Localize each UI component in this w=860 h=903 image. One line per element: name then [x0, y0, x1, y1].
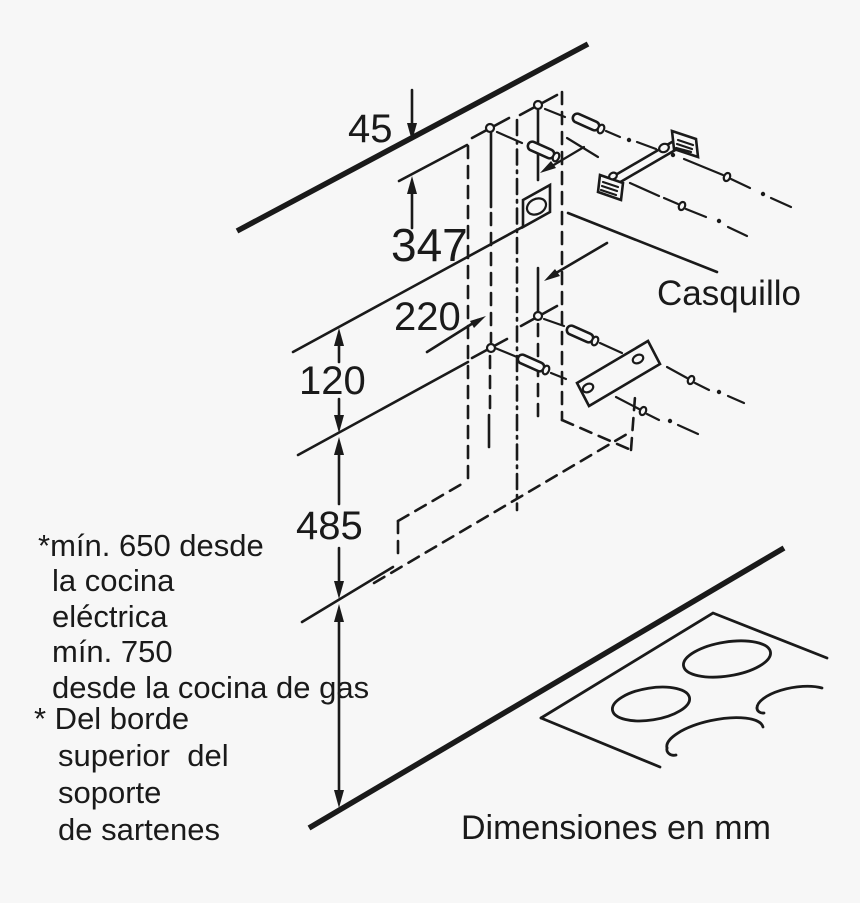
note-clearance-line-3: eléctrica — [52, 599, 168, 634]
burner — [610, 685, 692, 723]
lower-fasteners — [493, 317, 746, 436]
note-clearance-line-4: mín. 750 — [52, 634, 173, 669]
wall-plug-icon — [526, 140, 556, 160]
note-reference-line-4: de sartenes — [58, 812, 220, 847]
casquillo-callout: Casquillo — [566, 211, 801, 313]
note-reference: * Del borde superior del soporte de sart… — [34, 701, 229, 847]
fixing-holes — [484, 99, 544, 354]
hook-leader — [550, 145, 586, 168]
screw-icon — [614, 395, 661, 422]
arrow-down-icon — [334, 415, 344, 433]
upper-fasteners — [495, 107, 793, 238]
cooktop — [539, 611, 829, 769]
wall-plug-icon — [516, 353, 546, 373]
note-reference-line-3: soporte — [58, 775, 161, 810]
cooktop-outline — [539, 611, 829, 720]
level-line-485 — [300, 565, 395, 624]
note-reference-line-2: superior del — [58, 738, 229, 773]
hook-arrow-icon — [540, 161, 556, 173]
dim-485: 485 — [296, 437, 363, 599]
dim-347: 347 — [391, 176, 468, 271]
arrow-left-icon — [544, 269, 560, 281]
fixing-hole-low-right — [532, 310, 544, 322]
worktop-line — [307, 545, 786, 831]
note-clearance-line-2: la cocina — [52, 563, 175, 598]
min-height-arrow — [334, 604, 344, 808]
arrow-down-icon — [407, 123, 417, 141]
bracket-tab-right — [670, 129, 700, 159]
level-line-347 — [291, 222, 530, 354]
note-clearance: *mín. 650 desde la cocina eléctrica mín.… — [38, 528, 369, 705]
dim-220-label: 220 — [394, 295, 461, 339]
bracket-tab-left — [596, 173, 625, 202]
casquillo-leader — [566, 211, 719, 274]
lower-mounting-plate — [575, 339, 662, 408]
dim-347-label: 347 — [391, 219, 468, 271]
arrow-up-icon — [334, 328, 344, 346]
outlet-plate-opening — [525, 197, 548, 216]
note-clearance-line-5: desde la cocina de gas — [52, 670, 369, 705]
canopy-edge-depth — [560, 418, 633, 452]
hood-canopy — [372, 395, 637, 585]
fixing-hole-top-right — [532, 99, 544, 111]
level-line-120 — [296, 360, 470, 457]
wall-plug-icon — [571, 112, 601, 132]
units-label: Dimensiones en mm — [461, 809, 771, 847]
burner — [682, 639, 772, 679]
outlet-plate — [521, 182, 552, 230]
dim-220: 220 — [394, 241, 609, 354]
arrow-down-icon — [334, 581, 344, 599]
screw-icon — [662, 196, 708, 219]
arrow-up-icon — [334, 604, 344, 622]
dim-120: 120 — [299, 328, 366, 433]
wall-plug-icon — [565, 324, 595, 344]
fixing-hole-top-left — [484, 122, 496, 134]
burner-partial — [755, 684, 824, 710]
arrow-down-icon — [334, 790, 344, 808]
dim-120-label: 120 — [299, 359, 366, 403]
arrow-right-icon — [470, 316, 486, 328]
canopy-edge-bottom — [372, 432, 629, 585]
arrow-up-icon — [334, 437, 344, 455]
screw-icon — [682, 157, 752, 190]
note-reference-line-1: * Del borde — [34, 701, 189, 736]
fixing-hole-low-left — [485, 342, 497, 354]
canopy-edge-top — [396, 479, 469, 523]
burner-partial — [665, 716, 765, 750]
casquillo-label: Casquillo — [657, 274, 801, 313]
screw-icon — [665, 365, 711, 392]
dim-45: 45 — [348, 88, 417, 151]
arrow-up-icon — [407, 176, 417, 194]
dim-45-label: 45 — [348, 107, 393, 151]
note-clearance-line-1: *mín. 650 desde — [38, 528, 264, 563]
cooktop-outline-front — [539, 716, 662, 769]
upper-mounting-bracket — [596, 129, 700, 202]
level-line-45 — [397, 143, 469, 183]
dim-485-label: 485 — [296, 504, 363, 548]
